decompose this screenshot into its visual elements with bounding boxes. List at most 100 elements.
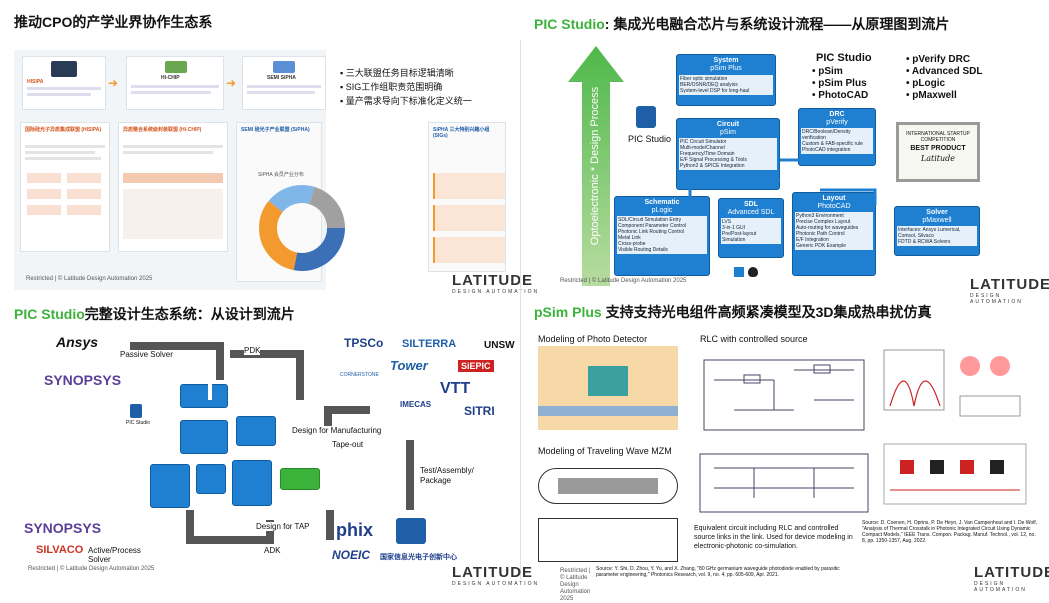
foundry-logo: CORNERSTONE bbox=[340, 372, 379, 378]
hisipa-card: HISIPA bbox=[22, 56, 106, 110]
hichip-label: HI-CHIP bbox=[161, 75, 180, 81]
ansys-logo: Ansys bbox=[56, 334, 99, 350]
donut-title: SiPHA 会员产业分布 bbox=[258, 172, 304, 178]
vertical-divider bbox=[520, 40, 521, 580]
synopsys-logo: SYNOPSYS bbox=[24, 520, 102, 536]
drc-box: DRC pVerify DRC/Boolean/Density verifica… bbox=[798, 108, 876, 166]
q1-footer: Restricted | © Latitude Design Automatio… bbox=[26, 276, 153, 282]
flow-connectors bbox=[688, 158, 877, 205]
linux-icon bbox=[748, 267, 759, 277]
sigs-card: SiPHA 三大特别兴趣小组 (SIGs) bbox=[428, 122, 506, 272]
q1-bullet-list: ▪ 三大联盟任务目标逻辑清晰 ▪ SIG工作组职责范围明确 ▪ 量产需求导向下标… bbox=[340, 66, 472, 108]
donut-chart bbox=[259, 185, 345, 271]
card1-title: 国际硅光子异质集成联盟 (HISIPA) bbox=[25, 127, 102, 133]
card4-title: SiPHA 三大特别兴趣小组 (SIGs) bbox=[433, 127, 490, 139]
foundry-logo: TPSCo bbox=[344, 336, 384, 350]
ecosystem-arrows bbox=[130, 342, 414, 544]
thermal-crosstalk-plots bbox=[883, 349, 1021, 417]
semi-logo-icon bbox=[273, 61, 295, 73]
synopsys-logo: SYNOPSYS bbox=[44, 372, 122, 388]
q1-slide-image: HISIPA ➜ HI-CHIP ➜ SEMI SiPHA 国际硅光子异质集成联… bbox=[14, 50, 326, 290]
card2-title: 异质整合系统级封装联盟 (HI-CHIP) bbox=[123, 127, 202, 133]
photo-detector-image bbox=[538, 346, 678, 430]
product-list-col2: • pVerify DRC • Advanced SDL • pLogic • … bbox=[906, 54, 983, 101]
chevron-right-icon: ➜ bbox=[108, 76, 119, 90]
foundry-logo: VTT bbox=[440, 380, 471, 397]
system-heading: System bbox=[713, 57, 739, 64]
solver-heading: Solver bbox=[926, 209, 948, 216]
layout-heading: Layout bbox=[822, 195, 846, 202]
bullet-item: ▪ 三大联盟任务目标逻辑清晰 bbox=[340, 68, 454, 78]
source-citation-right: Source: D. Coenen, H. Oprins, P. De Heyn… bbox=[862, 520, 1038, 544]
mzm-label: Modeling of Traveling Wave MZM bbox=[538, 446, 672, 456]
hichip-card: HI-CHIP bbox=[126, 56, 224, 110]
foundry-logo: NOEIC bbox=[332, 548, 371, 562]
silvaco-logo: SILVACO bbox=[36, 544, 84, 556]
pic-studio-label: PIC Studio bbox=[126, 420, 150, 426]
schematic-box: Schematic pLogic SDL/Circuit Simulation … bbox=[614, 196, 710, 276]
q3-title: PIC Studio完整设计生态系统：从设计到流片 bbox=[14, 306, 295, 322]
drc-heading: DRC bbox=[829, 111, 845, 118]
q4-title: pSim Plus 支持支持光电组件高频紧凑模型及3D集成热串扰仿真 bbox=[534, 304, 932, 320]
solver-box: Solver pMaxwell Interfaces: Ansys Lumeri… bbox=[894, 206, 980, 256]
windows-icon bbox=[734, 267, 744, 277]
schematic-sub: pLogic bbox=[651, 207, 673, 214]
q4-footer: Restricted | © Latitude Design Automatio… bbox=[560, 568, 591, 602]
sdl-heading: SDL bbox=[744, 201, 758, 208]
semi-label: SEMI SiPHA bbox=[267, 75, 296, 81]
foundry-logo: SILTERRA bbox=[402, 338, 457, 350]
foundry-logo: phix bbox=[336, 520, 374, 540]
system-sub: pSim Plus bbox=[710, 65, 742, 72]
adk-label: ADK bbox=[264, 546, 281, 555]
active-solver-label: Active/Process Solver bbox=[88, 546, 148, 564]
q2-footer: Restricted | © Latitude Design Automatio… bbox=[560, 278, 687, 284]
equivalent-circuit-caption: Equivalent circuit including RLC and con… bbox=[694, 525, 853, 550]
foundry-emblem-icon bbox=[396, 518, 426, 544]
mzm-diagram bbox=[538, 458, 678, 568]
passive-solver-label: Passive Solver bbox=[120, 350, 173, 359]
schematic-heading: Schematic bbox=[644, 199, 680, 206]
photo-detector-label: Modeling of Photo Detector bbox=[538, 334, 648, 344]
source-citation-left: Source: Y. Shi, D. Zhou, Y. Yu, and X. Z… bbox=[596, 566, 840, 578]
drc-sub: pVerify bbox=[826, 119, 848, 126]
solver-items: Interfaces: Ansys Lumerical, Comsol, Sil… bbox=[897, 226, 977, 246]
pdk-label: PDK bbox=[244, 346, 261, 355]
os-icons bbox=[734, 264, 774, 278]
product-heading: PIC Studio bbox=[816, 52, 872, 64]
bullet-text: SIG工作组职责范围明确 bbox=[345, 82, 443, 92]
design-for-manufacturing-label: Design for Manufacturing bbox=[292, 426, 382, 435]
design-process-arrow bbox=[568, 46, 624, 286]
bullet-text: 量产需求导向下标准化定义统一 bbox=[345, 96, 472, 106]
rlc-label: RLC with controlled source bbox=[700, 334, 808, 344]
tape-out-label: Tape-out bbox=[332, 440, 364, 449]
bullet-item: ▪ SIG工作组职责范围明确 bbox=[340, 82, 443, 92]
product-list-col1: • pSim • pSim Plus • PhotoCAD bbox=[812, 66, 869, 101]
arrow-label: Optoelectronic * Design Process bbox=[589, 86, 601, 246]
chevron-right-icon: ➜ bbox=[226, 76, 237, 90]
pic-studio-chip-icon bbox=[636, 106, 656, 128]
sdl-sub: Advanced SDL bbox=[727, 209, 775, 216]
card3-title: SEMI 硅光子产业联盟 (SiPHA) bbox=[241, 127, 310, 133]
q2-title: PIC Studio: 集成光电融合芯片与系统设计流程——从原理图到流片 bbox=[534, 16, 950, 32]
hisipa-detail-card: 国际硅光子异质集成联盟 (HISIPA) bbox=[20, 122, 110, 252]
noeic-cn-label: 国家信息光电子创新中心 bbox=[380, 554, 457, 561]
foundry-logo: UNSW bbox=[484, 340, 515, 351]
solver-sub: pMaxwell bbox=[922, 217, 952, 224]
pic-studio-chip-icon bbox=[130, 404, 142, 418]
semi-card: SEMI SiPHA bbox=[242, 56, 326, 110]
hisipa-label: HISIPA bbox=[27, 79, 44, 85]
award-certificate: INTERNATIONAL STARTUP COMPETITION BEST P… bbox=[896, 122, 980, 182]
ecosystem-diagram bbox=[150, 384, 328, 524]
equivalent-circuit-diagram bbox=[699, 453, 869, 513]
